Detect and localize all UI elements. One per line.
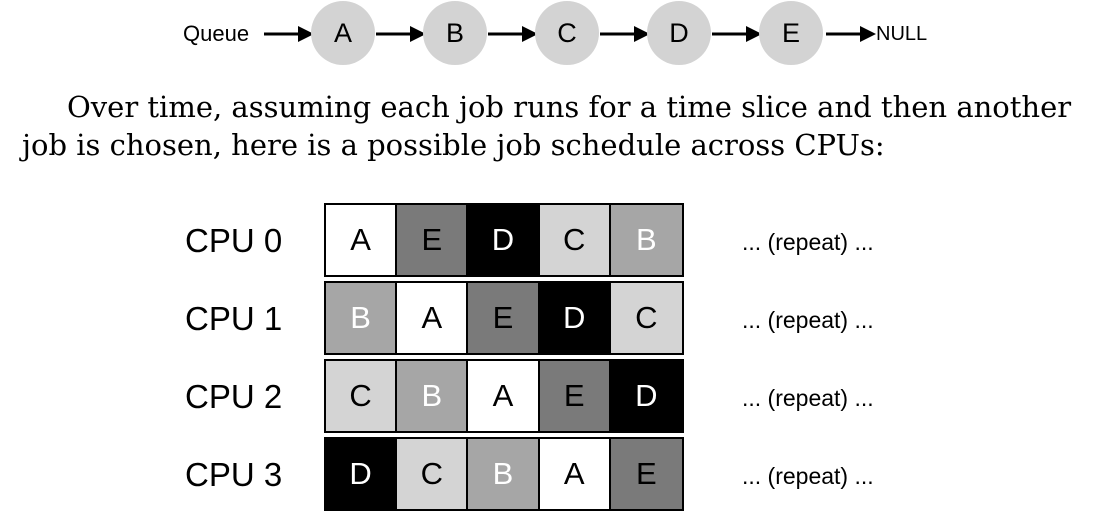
arrow-icon (600, 25, 650, 43)
arrow-icon (712, 25, 762, 43)
time-slice-cell: D (468, 205, 540, 275)
time-slice-cell: E (539, 361, 611, 431)
arrow-icon (264, 25, 314, 43)
time-slice-cell: B (468, 439, 540, 509)
time-slice-cell: B (610, 205, 682, 275)
queue-node-b: B (423, 1, 487, 65)
arrow-icon (826, 25, 876, 43)
time-slice-cell: E (610, 439, 682, 509)
cpu-label: CPU 3 (185, 456, 283, 493)
queue-label: Queue (183, 21, 250, 46)
time-slice-cell: D (326, 439, 398, 509)
repeat-label: ... (repeat) ... (742, 307, 874, 333)
cpu-label: CPU 2 (185, 378, 283, 415)
time-slice-cell: C (539, 205, 611, 275)
null-label: NULL (876, 23, 928, 45)
time-slice-cell: D (539, 283, 611, 353)
time-slice-cell: E (397, 205, 469, 275)
time-slice-cell: C (397, 439, 469, 509)
body-paragraph: Over time, assuming each job runs for a … (22, 88, 1092, 164)
repeat-label: ... (repeat) ... (742, 463, 874, 489)
arrow-icon (488, 25, 538, 43)
time-slice-cell: E (468, 283, 540, 353)
time-slice-cell: A (539, 439, 611, 509)
time-slice-cell: C (326, 361, 398, 431)
queue-node-e: E (759, 1, 823, 65)
queue-node-a: A (311, 1, 375, 65)
time-slice-cell: B (326, 283, 398, 353)
repeat-label: ... (repeat) ... (742, 385, 874, 411)
time-slice-cell: D (610, 361, 682, 431)
cpu-label: CPU 0 (185, 222, 283, 259)
job-queue: Queue A B C D E NULL (0, 0, 1106, 68)
repeat-label: ... (repeat) ... (742, 229, 874, 255)
time-slice-cell: C (610, 283, 682, 353)
time-slice-cell: A (397, 283, 469, 353)
cpu-label: CPU 1 (185, 300, 283, 337)
arrow-icon (376, 25, 426, 43)
time-slice-cell: B (397, 361, 469, 431)
queue-node-d: D (647, 1, 711, 65)
time-slice-cell: A (468, 361, 540, 431)
paragraph-line-2: job is chosen, here is a possible job sc… (22, 128, 885, 162)
paragraph-line-1: Over time, assuming each job runs for a … (67, 90, 1072, 124)
queue-node-c: C (535, 1, 599, 65)
time-slice-cell: A (326, 205, 398, 275)
